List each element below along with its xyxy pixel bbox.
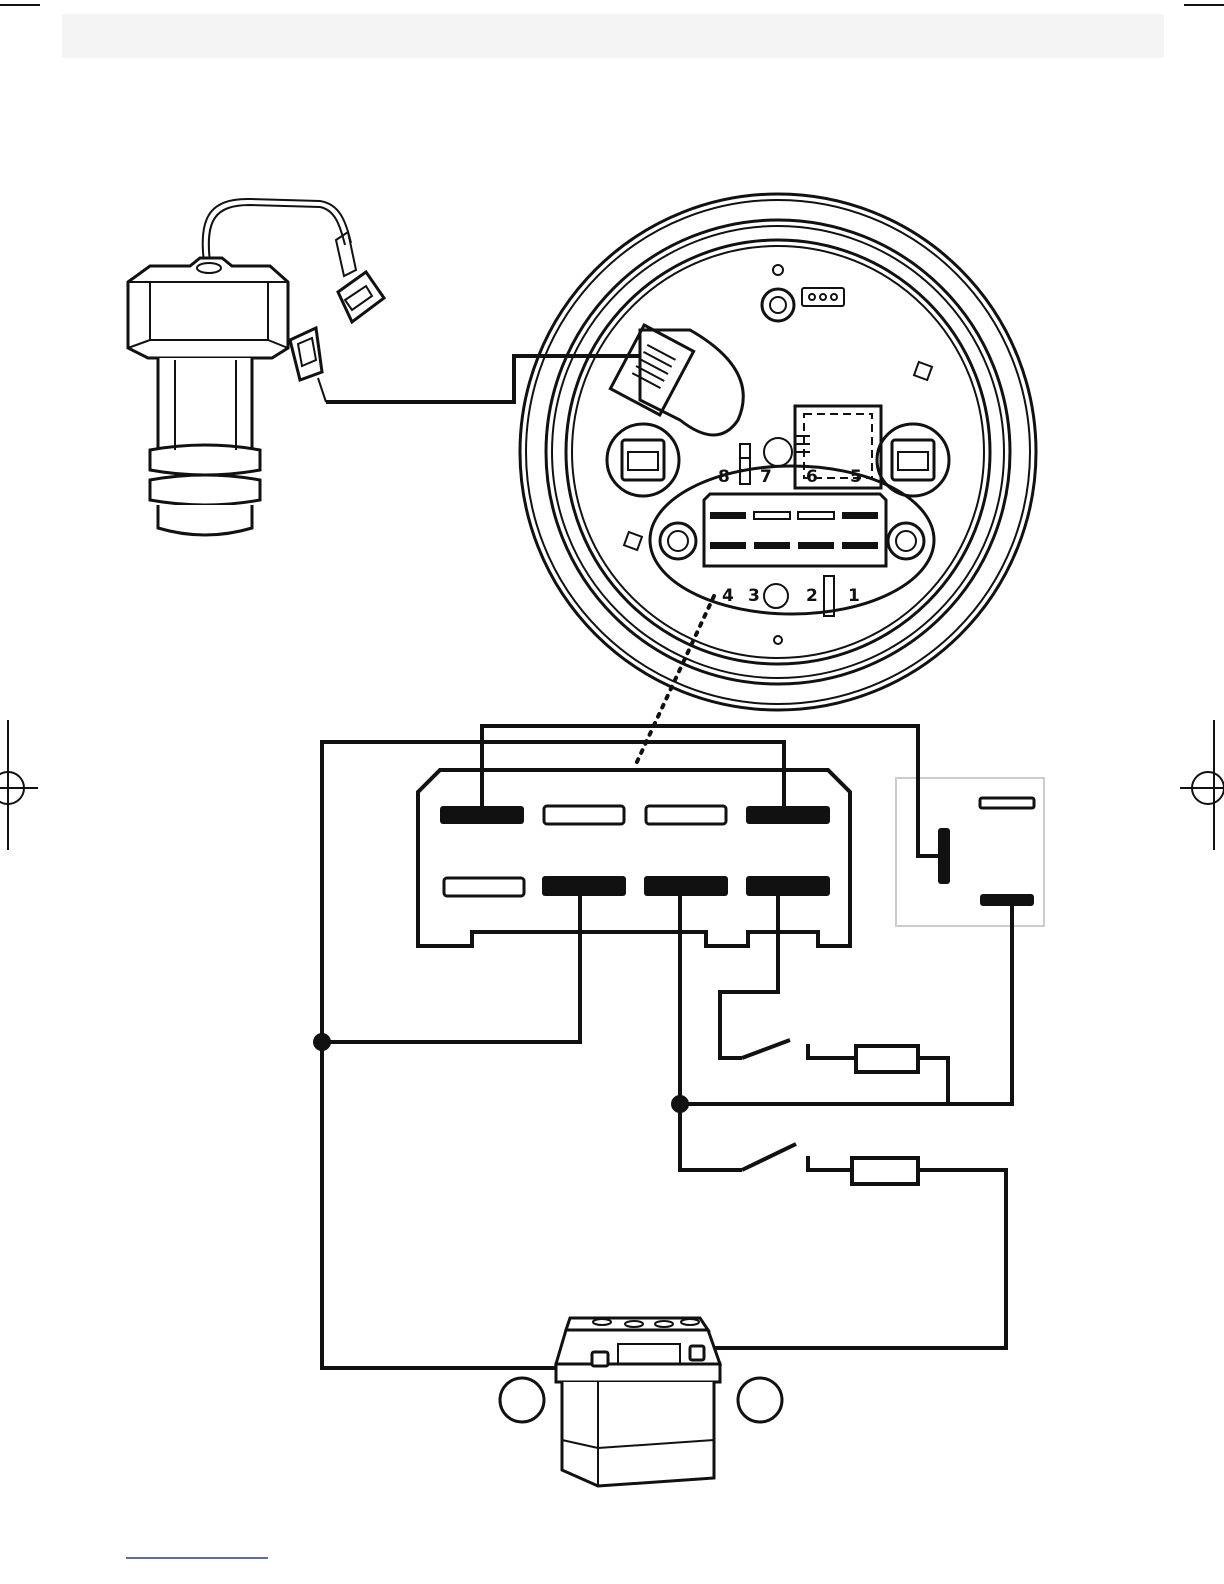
gauge-pin-6: 6 [806, 467, 818, 487]
power-junction [671, 1095, 689, 1113]
header-band [62, 14, 1164, 58]
battery [556, 1318, 720, 1486]
connector-pin-7 [544, 806, 624, 824]
left-mount-lug [607, 424, 679, 496]
connector-pin-6 [646, 806, 726, 824]
connector-pin-2 [644, 876, 728, 896]
connector-pin-5 [746, 806, 830, 824]
connector-pin-8 [440, 806, 524, 824]
battery-positive-marker [738, 1378, 782, 1422]
gauge-pin-3: 3 [748, 586, 760, 606]
gauge-pin-4: 4 [722, 586, 734, 606]
gauge-pin-5: 5 [850, 467, 862, 487]
detail-leader-dotted [636, 596, 714, 764]
ground-junction [313, 1033, 331, 1051]
speed-sender-unit [128, 199, 384, 535]
battery-negative-marker [500, 1378, 544, 1422]
gauge-pin-8: 8 [718, 467, 730, 487]
gauge-rear-view: 8 7 6 5 4 3 2 1 [520, 194, 1036, 710]
connector-pin-1 [746, 876, 830, 896]
connector-pin-4 [444, 878, 524, 896]
connector-pin-3 [542, 876, 626, 896]
gauge-pin-1: 1 [848, 586, 860, 606]
gauge-pin-2: 2 [806, 586, 818, 606]
gauge-pin-7: 7 [760, 467, 772, 487]
